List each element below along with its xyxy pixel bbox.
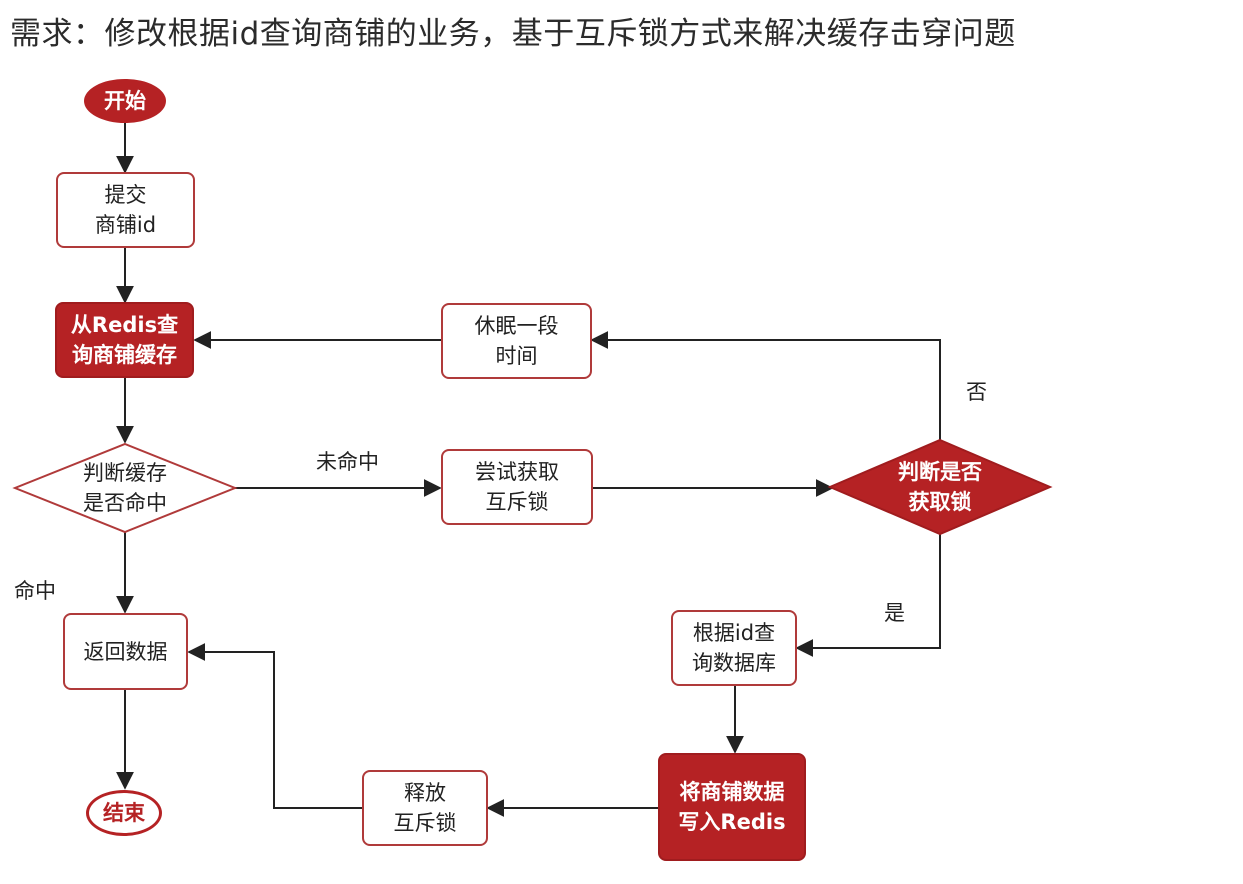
edge-label-hit: 命中 bbox=[14, 579, 56, 603]
query-db-node: 根据id查 询数据库 bbox=[671, 610, 797, 686]
try-lock-node: 尝试获取 互斥锁 bbox=[441, 449, 593, 525]
query-redis-node: 从Redis查 询商铺缓存 bbox=[55, 302, 194, 378]
start-node: 开始 bbox=[84, 79, 166, 123]
diamond-judge-lock bbox=[827, 438, 1053, 536]
judge-cache-label: 判断缓存 是否命中 bbox=[83, 461, 167, 515]
edge-release-return bbox=[187, 643, 362, 809]
return-data-node: 返回数据 bbox=[63, 613, 188, 690]
edge-label-yes: 是 bbox=[884, 601, 905, 625]
end-node: 结束 bbox=[86, 790, 162, 836]
write-redis-node: 将商铺数据 写入Redis bbox=[658, 753, 806, 861]
judge-lock-label: 判断是否 获取锁 bbox=[898, 460, 982, 514]
edge-label-no: 否 bbox=[966, 380, 987, 404]
submit-id-node: 提交 商铺id bbox=[56, 172, 195, 248]
diamond-judge-cache bbox=[12, 442, 238, 534]
edge-judgelock-querydb bbox=[795, 534, 941, 657]
edge-judgelock-sleep bbox=[590, 331, 941, 440]
edge-label-miss: 未命中 bbox=[316, 450, 379, 474]
page-title: 需求：修改根据id查询商铺的业务，基于互斥锁方式来解决缓存击穿问题 bbox=[10, 16, 1016, 52]
sleep-node: 休眠一段 时间 bbox=[441, 303, 592, 379]
release-lock-node: 释放 互斥锁 bbox=[362, 770, 488, 846]
